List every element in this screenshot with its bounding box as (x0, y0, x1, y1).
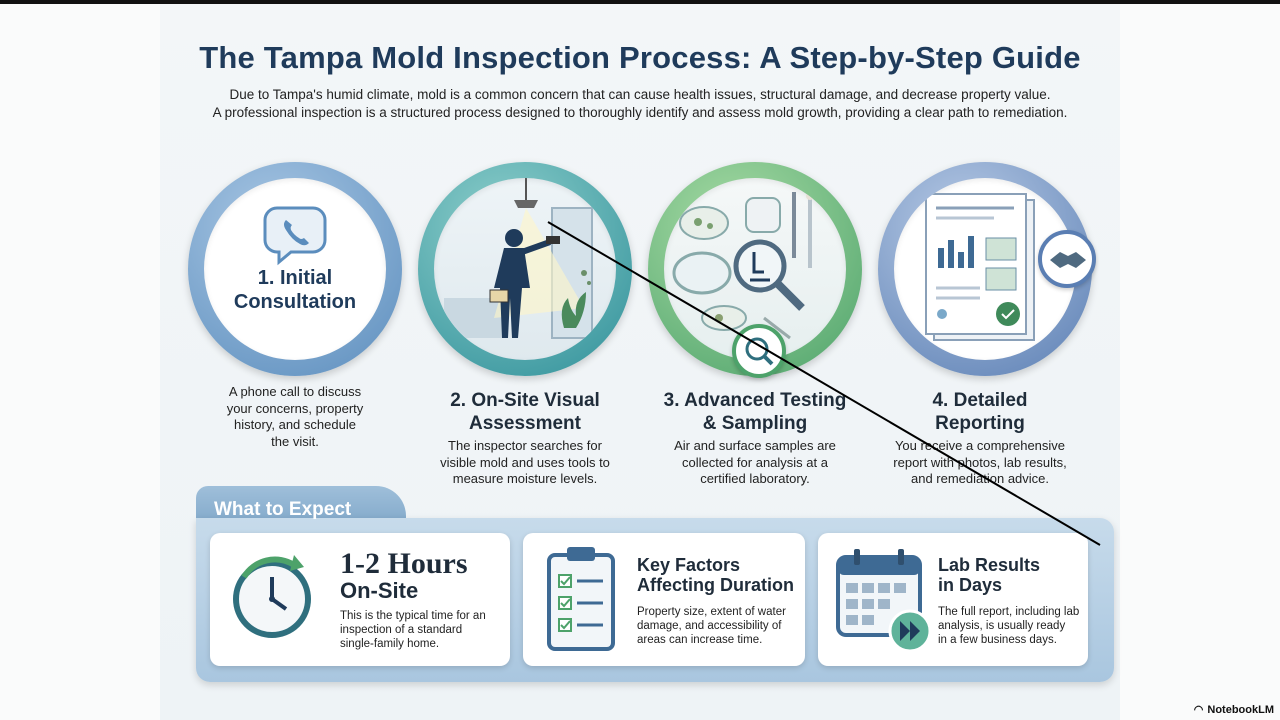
step-3-title-line-1: 3. Advanced Testing (663, 390, 847, 411)
step-2-title-line-1: 2. On-Site Visual (450, 390, 600, 411)
step-1-desc-line: your concerns, property (226, 400, 364, 416)
step-2-title: 2. On-Site Visual Assessment (420, 389, 630, 435)
duration-heading-line-1: 1-2 Hours (340, 547, 468, 580)
page-title: The Tampa Mold Inspection Process: A Ste… (199, 40, 1081, 75)
step-1-desc-line: the visit. (271, 433, 319, 449)
factors-desc-line: damage, and accessibility of (637, 620, 782, 632)
step-1-title-line-2: Consultation (233, 291, 357, 313)
intro-line-1: Due to Tampa's humid climate, mold is a … (229, 87, 1051, 102)
lab-description: The full report, including lab analysis,… (938, 605, 1083, 647)
brand-text: NotebookLM (1207, 704, 1274, 716)
calendar-fast-forward-icon (836, 549, 932, 653)
step-3-desc-line: certified laboratory. (700, 471, 810, 486)
step-2-description: The inspector searches for visible mold … (420, 438, 630, 488)
notebooklm-logo-icon: ◠ (1193, 704, 1204, 716)
step-4-description: You receive a comprehensive report with … (870, 438, 1090, 488)
step-4-title: 4. Detailed Reporting (880, 389, 1080, 435)
factors-heading-line-1: Key Factors (637, 555, 741, 575)
step-2-desc-line: The inspector searches for (448, 438, 602, 453)
step-3-description: Air and surface samples are collected fo… (650, 438, 860, 488)
step-3-title-line-2: & Sampling (702, 413, 808, 434)
duration-desc-line: single-family home. (340, 638, 440, 650)
step-1-desc-line: A phone call to discuss (228, 384, 362, 399)
expect-title: What to Expect (214, 499, 352, 520)
handshake-icon (1050, 252, 1086, 268)
duration-description: This is the typical time for an inspecti… (340, 609, 505, 651)
lab-desc-line: in a few business days. (938, 634, 1057, 646)
expect-card-lab-results: Lab Results in Days The full report, inc… (818, 533, 1088, 666)
inspector-flashlight-icon (444, 178, 593, 339)
clipboard-checklist-icon (547, 547, 615, 651)
left-margin (0, 4, 160, 720)
brand-label: ◠NotebookLM (1194, 703, 1274, 716)
factors-description: Property size, extent of water damage, a… (637, 605, 802, 647)
step-3-desc-line: Air and surface samples are (674, 438, 836, 453)
clock-icon (233, 555, 311, 638)
handshake-badge (1038, 230, 1096, 288)
step-3-desc-line: collected for analysis at a (682, 454, 828, 470)
duration-desc-line: This is the typical time for an (340, 610, 486, 622)
step-2-desc-line: visible mold and uses tools to (440, 454, 610, 470)
step-2-title-line-2: Assessment (469, 413, 581, 434)
step-4-desc-line: and remediation advice. (910, 471, 1050, 486)
step-4-desc-line: report with photos, lab results, (893, 454, 1067, 470)
step-1-circle: 1. Initial Consultation (188, 162, 402, 376)
step-3-title: 3. Advanced Testing & Sampling (645, 389, 865, 435)
top-border (0, 0, 1280, 4)
phone-chat-icon (263, 206, 327, 266)
step-4-title-line-2: Reporting (935, 413, 1025, 434)
step-2-circle (418, 162, 632, 376)
step-2-desc-line: measure moisture levels. (452, 471, 598, 486)
step-1-description: A phone call to discuss your concerns, p… (200, 384, 390, 450)
expect-card-duration: 1-2 Hours On-Site This is the typical ti… (210, 533, 510, 666)
right-margin (1120, 4, 1280, 720)
lab-heading-line-1: Lab Results (938, 555, 1041, 575)
lab-desc-line: analysis, is usually ready (938, 620, 1066, 632)
factors-desc-line: Property size, extent of water (637, 606, 786, 618)
lab-sampling-icon (672, 192, 814, 340)
factors-heading-line-2: Affecting Duration (637, 575, 794, 595)
lab-desc-line: The full report, including lab (938, 606, 1080, 618)
magnifier-badge (732, 324, 786, 378)
duration-heading-line-2: On-Site (340, 578, 419, 603)
factors-desc-line: areas can increase time. (637, 634, 763, 646)
intro-line-2: A professional inspection is a structure… (212, 105, 1068, 120)
step-1-desc-line: history, and schedule (234, 417, 356, 432)
step-1-title-line-1: 1. Initial (257, 267, 333, 289)
step-4-title-line-1: 4. Detailed (932, 390, 1028, 411)
duration-desc-line: inspection of a standard (340, 624, 463, 636)
lab-heading-line-2: in Days (938, 575, 1003, 595)
report-document-icon (925, 193, 1035, 341)
step-3-circle (648, 162, 862, 376)
expect-card-factors: Key Factors Affecting Duration Property … (523, 533, 805, 666)
